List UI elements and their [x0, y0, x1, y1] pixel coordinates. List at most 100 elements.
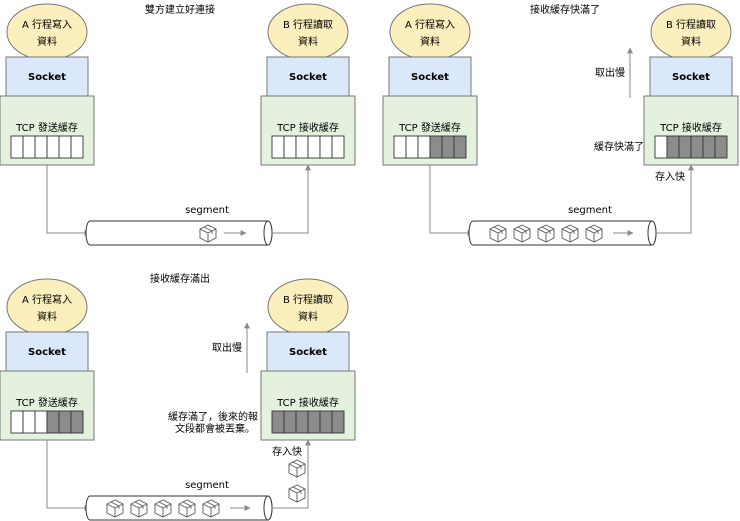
buffer-slot [34, 410, 48, 434]
write-fast-note: 存入快 [272, 445, 302, 458]
sender-socket-label: Socket [28, 347, 66, 358]
arrow-pipe-to-receiver [272, 439, 311, 509]
buffer-slot [331, 410, 345, 434]
panel-title: 接收緩存滿出 [150, 272, 210, 285]
buffer-slot [678, 135, 692, 159]
packet-cube-icon [130, 499, 148, 518]
packet-cube-icon [154, 499, 172, 518]
sender-socket-box [388, 56, 472, 97]
arrow-sender-to-pipe [46, 440, 91, 511]
packet-cube-icon [199, 224, 217, 243]
sender-buffer-label: TCP 發送緩存 [398, 121, 461, 134]
buffer-full-note: 緩存滿了，後來的報 [168, 410, 258, 423]
receiver-process-ellipse [650, 3, 732, 61]
receiver-buffer-slots [654, 135, 728, 159]
sender-process-sublabel: 資料 [37, 35, 57, 48]
buffer-slot [295, 410, 309, 434]
buffer-slot [429, 135, 443, 159]
buffer-slot [319, 135, 333, 159]
packet-cube-icon [489, 224, 507, 243]
packet-cube-icon [513, 224, 531, 243]
receiver-buffer-label: TCP 接收緩存 [276, 396, 339, 409]
buffer-slot [453, 135, 467, 159]
receiver-socket-label: Socket [289, 347, 327, 358]
arrow-pipe-to-receiver [656, 164, 694, 234]
sender-socket-box [5, 56, 89, 97]
buffer-slot [319, 410, 333, 434]
receiver-socket-label: Socket [289, 72, 327, 83]
sender-process-sublabel: 資料 [420, 35, 440, 48]
buffer-slot [295, 135, 309, 159]
pipe-end-cap [647, 220, 657, 246]
buffer-slot [283, 135, 297, 159]
panel-title: 雙方建立好連接 [145, 3, 215, 16]
pipe-end-cap [263, 495, 273, 521]
panel-title: 接收緩存快滿了 [530, 3, 600, 16]
sender-process-label: A 行程寫入 [405, 18, 455, 31]
sender-socket-box [5, 331, 89, 372]
packet-cube-icon [202, 499, 220, 518]
receiver-process-label: B 行程讀取 [666, 18, 716, 31]
buffer-slot [58, 135, 72, 159]
buffer-slot [58, 410, 72, 434]
packet-cube-icon [288, 484, 306, 503]
packet-cube-icon [288, 459, 306, 478]
sender-buffer-slots [10, 410, 84, 434]
sender-process-ellipse [6, 3, 88, 61]
buffer-slot [307, 135, 321, 159]
arrow-pipe-to-receiver [272, 164, 311, 234]
sender-process-ellipse [6, 278, 88, 336]
receiver-process-sublabel: 資料 [298, 310, 318, 323]
sender-buffer-slots [10, 135, 84, 159]
sender-buffer-label: TCP 發送緩存 [15, 121, 78, 134]
sender-process-ellipse [389, 3, 471, 61]
dropped-packets [288, 459, 306, 503]
buffer-slot [441, 135, 455, 159]
receiver-process-label: B 行程讀取 [283, 18, 333, 31]
buffer-slot [654, 135, 668, 159]
buffer-slot [34, 135, 48, 159]
receiver-buffer-label: TCP 接收緩存 [659, 121, 722, 134]
buffer-slot [271, 410, 285, 434]
receiver-process-ellipse [267, 3, 349, 61]
buffer-full-note-2: 文段都會被丟棄。 [175, 422, 255, 435]
buffer-slot [46, 410, 60, 434]
receiver-buffer-slots [271, 410, 345, 434]
sender-buffer-label: TCP 發送緩存 [15, 396, 78, 409]
sender-process-label: A 行程寫入 [22, 293, 72, 306]
sender-process-sublabel: 資料 [37, 310, 57, 323]
sender-buffer-slots [393, 135, 467, 159]
sender-socket-label: Socket [411, 72, 449, 83]
sender-socket-label: Socket [28, 72, 66, 83]
buffer-slot [331, 135, 345, 159]
receiver-process-ellipse [267, 278, 349, 336]
packet-cube-icon [585, 224, 603, 243]
packet-cube-icon [537, 224, 555, 243]
arrow-sender-to-pipe [46, 165, 91, 236]
receiver-socket-label: Socket [672, 72, 710, 83]
buffer-slot [70, 410, 84, 434]
receiver-buffer-label: TCP 接收緩存 [276, 121, 339, 134]
pipe-end-cap [263, 220, 273, 246]
buffer-slot [70, 135, 84, 159]
packet-cube-icon [561, 224, 579, 243]
buffer-slot [10, 135, 24, 159]
write-fast-note: 存入快 [655, 170, 685, 183]
sender-process-label: A 行程寫入 [22, 18, 72, 31]
receiver-process-sublabel: 資料 [681, 35, 701, 48]
buffer-slot [283, 410, 297, 434]
segment-label: segment [185, 205, 229, 216]
segment-label: segment [185, 480, 229, 491]
segment-label: segment [568, 205, 612, 216]
buffer-slot [405, 135, 419, 159]
buffer-slot [393, 135, 407, 159]
arrow-sender-to-pipe [429, 165, 474, 236]
buffer-slot [690, 135, 704, 159]
buffer-slot [271, 135, 285, 159]
receiver-process-label: B 行程讀取 [283, 293, 333, 306]
packet-cube-icon [106, 499, 124, 518]
receiver-buffer-slots [271, 135, 345, 159]
buffer-slot [46, 135, 60, 159]
